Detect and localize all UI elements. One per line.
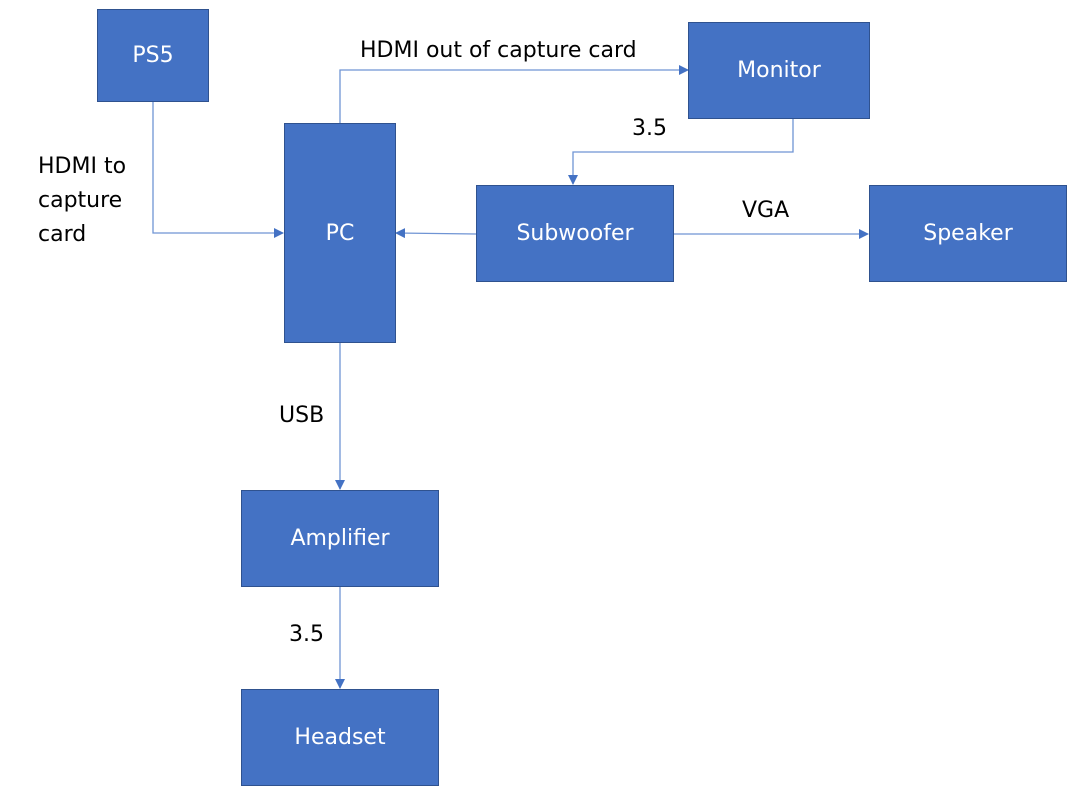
node-speaker-label: Speaker [923,221,1013,246]
edge-label-monitor-subwoofer: 3.5 [632,116,667,141]
node-pc[interactable]: PC [284,123,396,343]
edge-label-pc-monitor: HDMI out of capture card [360,38,637,63]
edge-ps5-pc [152,101,284,238]
node-monitor[interactable]: Monitor [688,22,870,119]
node-pc-label: PC [325,220,355,246]
node-headset-label: Headset [294,725,386,750]
node-speaker[interactable]: Speaker [869,185,1067,282]
edge-label-subwoofer-speaker: VGA [742,198,790,223]
node-ps5[interactable]: PS5 [97,9,209,102]
node-amplifier-label: Amplifier [290,526,390,551]
edge-label-ps5-pc: HDMI to capture card [38,150,126,252]
edge-label-line: card [38,222,87,247]
edge-subwoofer-pc [395,228,477,239]
edge-pc-monitor [339,65,689,123]
node-monitor-label: Monitor [737,58,821,83]
node-headset[interactable]: Headset [241,689,439,786]
node-subwoofer[interactable]: Subwoofer [476,185,674,282]
edge-label-amplifier-headset: 3.5 [289,622,324,647]
edge-label-line: HDMI to [38,154,127,179]
edge-monitor-subwoofer [568,118,794,185]
node-subwoofer-label: Subwoofer [516,221,634,246]
edge-label-line: capture [38,188,123,213]
node-amplifier[interactable]: Amplifier [241,490,439,587]
node-ps5-label: PS5 [132,43,174,68]
edge-label-pc-amplifier: USB [279,403,325,428]
